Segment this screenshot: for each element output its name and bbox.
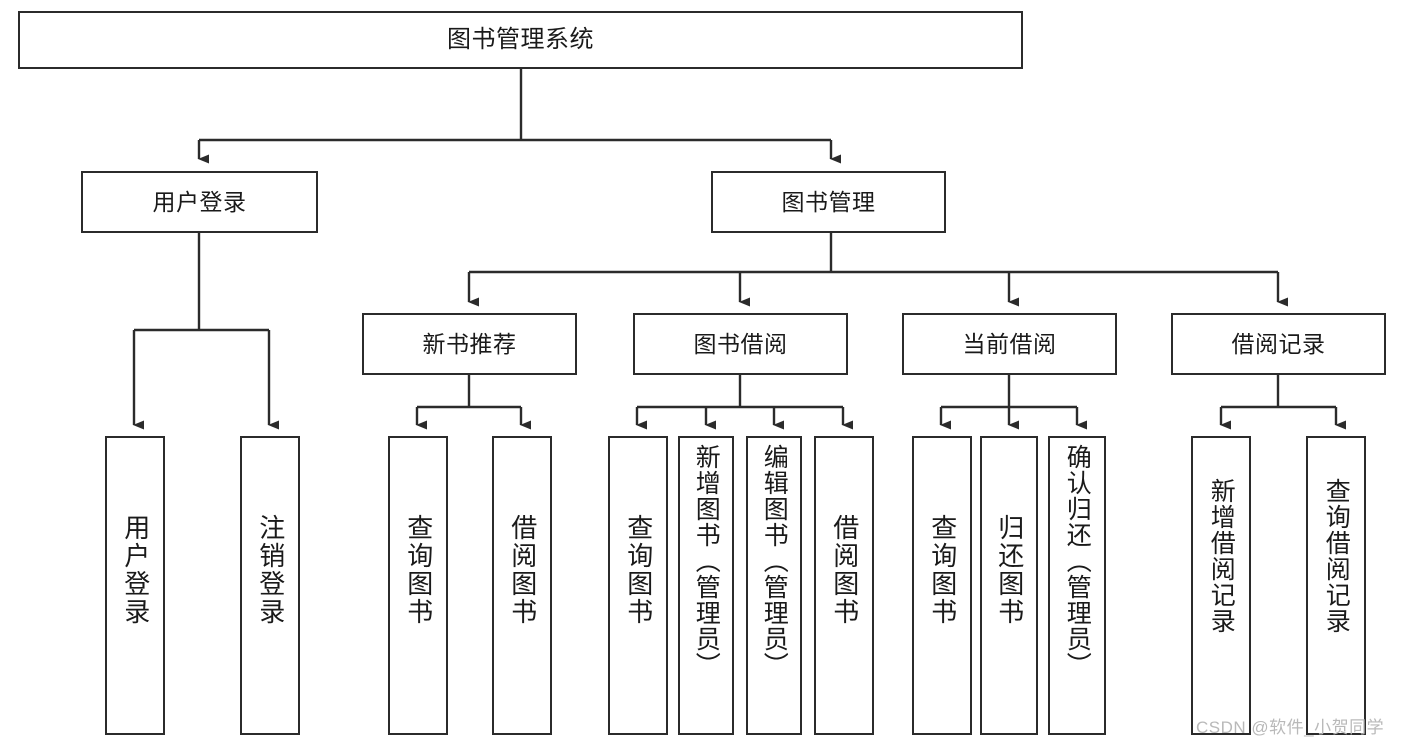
csdn-watermark: CSDN @软件_小贺同学 — [1196, 718, 1385, 737]
leaf-query-borrow-record[interactable]: 查询借阅记录 — [1306, 436, 1366, 735]
leaf-query-book-recommend[interactable]: 查询图书 — [388, 436, 448, 735]
node-current-borrow[interactable]: 当前借阅 — [902, 313, 1117, 375]
leaf-borrow-book[interactable]: 借阅图书 — [814, 436, 874, 735]
node-label: 查询图书 — [927, 514, 958, 626]
node-label: 借阅图书 — [829, 514, 860, 626]
node-label: 用户登录 — [152, 188, 247, 215]
node-book-borrow[interactable]: 图书借阅 — [633, 313, 848, 375]
leaf-add-borrow-record[interactable]: 新增借阅记录 — [1191, 436, 1251, 735]
node-label: 借阅图书 — [507, 514, 538, 626]
node-label: 新增图书（管理员） — [692, 444, 721, 678]
node-label: 当前借阅 — [962, 330, 1057, 357]
node-new-book-recommend[interactable]: 新书推荐 — [362, 313, 577, 375]
leaf-borrow-book-recommend[interactable]: 借阅图书 — [492, 436, 552, 735]
node-borrow-record[interactable]: 借阅记录 — [1171, 313, 1386, 375]
leaf-return-book[interactable]: 归还图书 — [980, 436, 1038, 735]
leaf-edit-book-admin[interactable]: 编辑图书（管理员） — [746, 436, 802, 735]
node-label: 归还图书 — [994, 514, 1025, 626]
node-label: 确认归还（管理员） — [1063, 444, 1092, 678]
leaf-query-book-current[interactable]: 查询图书 — [912, 436, 972, 735]
node-label: 查询借阅记录 — [1322, 478, 1351, 634]
node-label: 借阅记录 — [1231, 330, 1326, 357]
node-label: 查询图书 — [403, 514, 434, 626]
leaf-query-book-borrow[interactable]: 查询图书 — [608, 436, 668, 735]
node-label: 注销登录 — [255, 514, 286, 626]
node-label: 图书管理 — [781, 188, 876, 215]
node-label: 新书推荐 — [422, 330, 517, 357]
node-label: 图书借阅 — [693, 330, 788, 357]
node-label: 编辑图书（管理员） — [760, 444, 789, 678]
leaf-confirm-return-admin[interactable]: 确认归还（管理员） — [1048, 436, 1106, 735]
node-label: 图书管理系统 — [447, 26, 594, 53]
node-book-management[interactable]: 图书管理 — [711, 171, 946, 233]
node-user-login[interactable]: 用户登录 — [81, 171, 318, 233]
node-label: 新增借阅记录 — [1207, 478, 1236, 634]
leaf-user-login[interactable]: 用户登录 — [105, 436, 165, 735]
node-label: 查询图书 — [623, 514, 654, 626]
leaf-add-book-admin[interactable]: 新增图书（管理员） — [678, 436, 734, 735]
leaf-logout[interactable]: 注销登录 — [240, 436, 300, 735]
node-root-book-management-system[interactable]: 图书管理系统 — [18, 11, 1023, 69]
node-label: 用户登录 — [120, 514, 151, 626]
